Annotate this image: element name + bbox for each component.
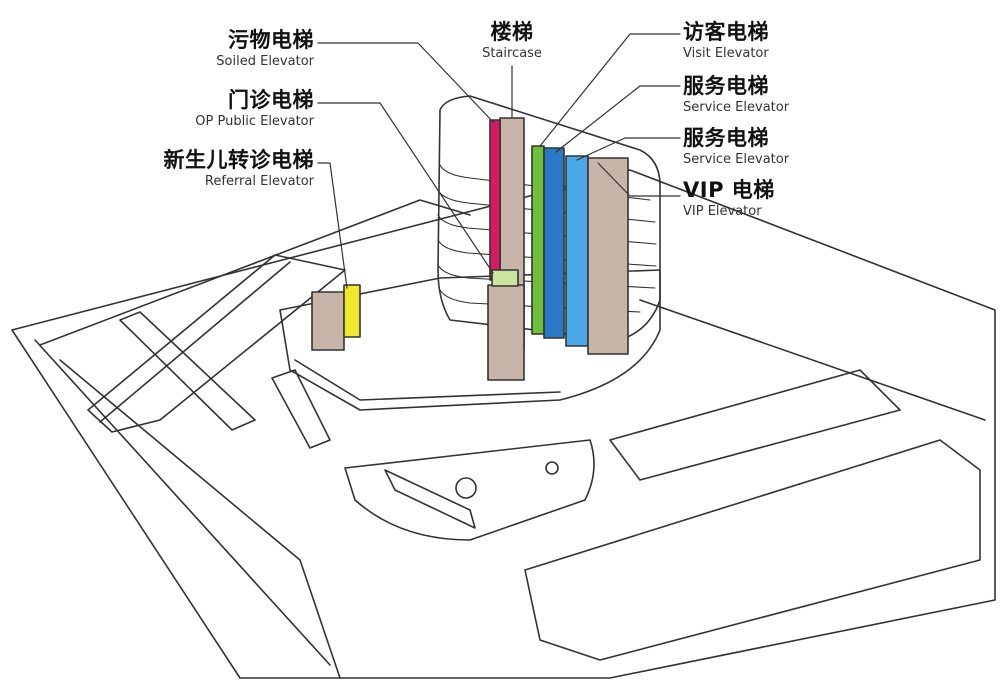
island-mid <box>271 369 331 449</box>
road-right-edge <box>639 299 986 421</box>
label-staircase: 楼梯 Staircase <box>462 20 562 62</box>
staircase-zh: 楼梯 <box>490 20 534 44</box>
staircase-lower <box>487 284 525 381</box>
road-edge-left <box>39 199 471 346</box>
visit-elevator-en: Visit Elevator <box>683 46 769 62</box>
service-elevator-2-en: Service Elevator <box>683 152 790 168</box>
island-left <box>119 311 256 431</box>
referral-elevator-zh: 新生儿转诊电梯 <box>163 148 314 172</box>
soiled-elevator-shaft <box>489 119 501 281</box>
plaza-wedge <box>384 469 476 529</box>
road-curb <box>34 339 331 666</box>
visit-elevator-shaft <box>531 145 545 335</box>
tower-floor-lines <box>437 164 657 313</box>
service-elevator-1-en: Service Elevator <box>683 100 790 116</box>
leader-lines <box>317 33 681 289</box>
drop-off-plaza <box>344 439 595 541</box>
label-visit-elevator: 访客电梯 Visit Elevator <box>683 20 769 62</box>
label-vip-elevator: VIP 电梯 VIP Elevator <box>683 178 775 220</box>
plaza-circle <box>455 477 477 499</box>
vip-elevator-zh: VIP 电梯 <box>683 178 775 202</box>
service-elevator-2-zh: 服务电梯 <box>683 126 769 150</box>
staircase-en: Staircase <box>482 46 542 62</box>
soiled-elevator-en: Soiled Elevator <box>216 54 314 70</box>
referral-elevator-en: Referral Elevator <box>204 174 314 190</box>
ramp-line <box>99 261 291 423</box>
parking-right <box>524 439 981 661</box>
road-right <box>609 369 901 481</box>
soiled-elevator-zh: 污物电梯 <box>228 28 314 52</box>
referral-block <box>311 291 345 351</box>
label-soiled-elevator: 污物电梯 Soiled Elevator <box>168 28 314 70</box>
road-edge-inner <box>59 359 341 679</box>
site-outline <box>11 169 996 679</box>
tower <box>437 95 661 341</box>
podium <box>279 269 661 411</box>
service-elevator-shaft-1 <box>543 147 565 339</box>
service-elevator-1-zh: 服务电梯 <box>683 74 769 98</box>
label-service-elevator-1: 服务电梯 Service Elevator <box>683 74 789 116</box>
op-public-elevator-shaft <box>491 269 519 287</box>
visit-elevator-zh: 访客电梯 <box>683 20 769 44</box>
op-elevator-en: OP Public Elevator <box>195 114 314 130</box>
label-op-elevator: 门诊电梯 OP Public Elevator <box>148 88 314 130</box>
podium-step <box>294 359 561 401</box>
referral-elevator-shaft <box>343 284 361 338</box>
ramp <box>87 254 346 433</box>
service-elevator-shaft-2 <box>565 155 589 347</box>
plaza-dot <box>545 461 559 475</box>
op-elevator-zh: 门诊电梯 <box>228 88 314 112</box>
vip-elevator-en: VIP Elevator <box>683 204 762 220</box>
label-referral-elevator: 新生儿转诊电梯 Referral Elevator <box>138 148 315 190</box>
vip-elevator-shaft <box>587 157 629 355</box>
label-service-elevator-2: 服务电梯 Service Elevator <box>683 126 789 168</box>
